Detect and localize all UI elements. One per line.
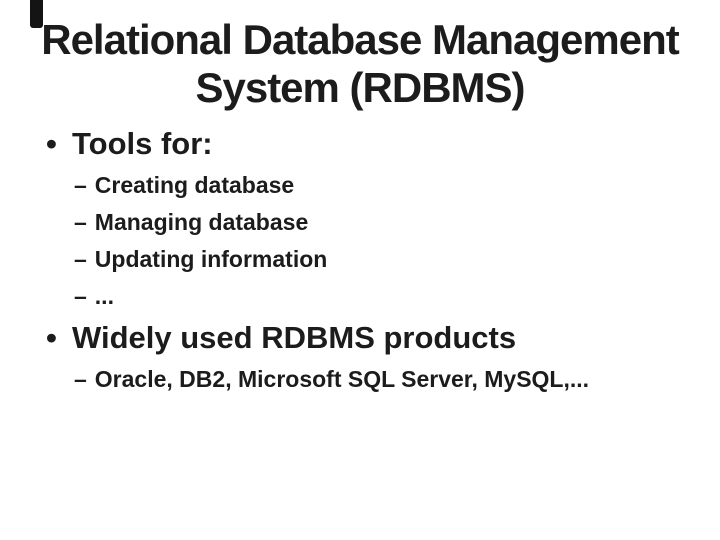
bullet-label: Tools for: — [72, 126, 213, 161]
bullet-item-widely-used-products: • Widely used RDBMS products — [0, 320, 720, 356]
sub-bullet-managing-database: – Managing database — [0, 204, 720, 241]
dash-icon: – — [74, 172, 87, 198]
slide-title: Relational Database Management System (R… — [0, 0, 720, 112]
bullet-dot-icon: • — [46, 126, 57, 161]
bullet-item-tools-for: • Tools for: — [0, 126, 720, 162]
dash-icon: – — [74, 246, 87, 272]
sub-bullet-list-products: – Oracle, DB2, Microsoft SQL Server, MyS… — [0, 361, 720, 398]
sub-bullet-label: Creating database — [94, 172, 295, 198]
dash-icon: – — [74, 366, 87, 392]
slide-title-line-2: System (RDBMS) — [195, 64, 525, 111]
dash-icon: – — [74, 209, 87, 235]
bullet-dot-icon: • — [46, 320, 57, 355]
sub-bullet-ellipsis: – ... — [0, 278, 720, 315]
slide-title-line-1: Relational Database Management — [41, 16, 680, 63]
sub-bullet-label: ... — [94, 283, 114, 309]
sub-bullet-list-tools: – Creating database – Managing database … — [0, 167, 720, 315]
sub-bullet-product-examples: – Oracle, DB2, Microsoft SQL Server, MyS… — [0, 361, 720, 398]
dash-icon: – — [74, 283, 87, 309]
sub-bullet-updating-information: – Updating information — [0, 241, 720, 278]
scan-artifact-bar — [30, 0, 43, 28]
bullet-label: Widely used RDBMS products — [72, 320, 517, 355]
sub-bullet-label: Managing database — [94, 209, 309, 235]
sub-bullet-label: Updating information — [94, 246, 328, 272]
sub-bullet-creating-database: – Creating database — [0, 167, 720, 204]
sub-bullet-label: Oracle, DB2, Microsoft SQL Server, MySQL… — [94, 366, 590, 392]
slide-body: • Tools for: – Creating database – Manag… — [0, 126, 720, 398]
